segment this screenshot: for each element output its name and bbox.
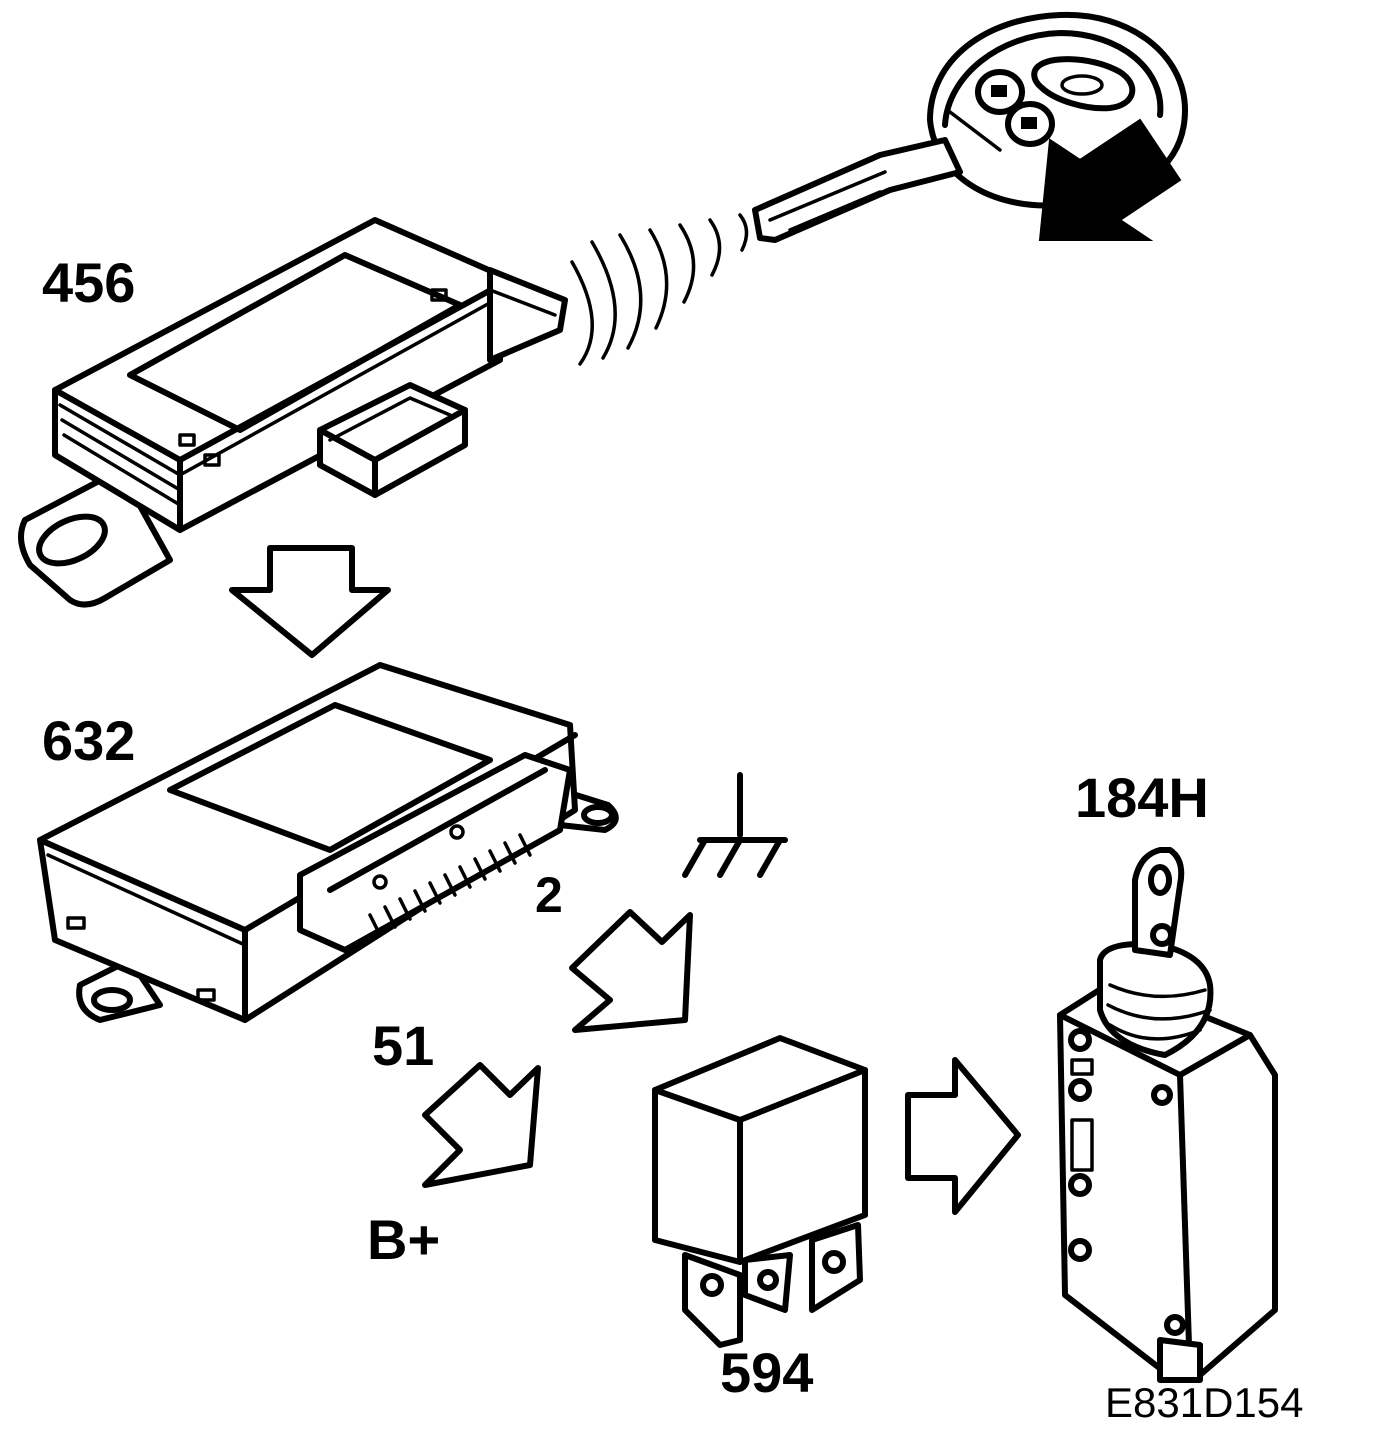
relay-594-drawing [652,1035,868,1348]
flow-arrow-icon [229,545,391,658]
figure-code: E831D154 [1105,1379,1304,1426]
connector-pins [368,833,532,937]
actuator-184h-label: 184H [1075,766,1209,829]
flow-arrow-icon [422,1062,541,1188]
relay-594-label: 594 [720,1341,814,1404]
ground-symbol-icon [682,772,788,878]
module-632-drawing [37,662,619,1023]
radio-signal-icon [570,213,749,366]
flow-arrow-icon [905,1057,1021,1215]
terminal-2-label: 2 [535,867,563,923]
module-456-label: 456 [42,251,136,314]
supply-b-plus-label: B+ [367,1208,441,1271]
actuator-184h-drawing [1057,847,1278,1383]
terminal-51-label: 51 [372,1014,435,1077]
module-456-drawing [18,217,568,608]
module-632-label: 632 [42,709,136,772]
flow-arrow-icon [569,909,693,1033]
remote-key-icon [752,11,1188,243]
